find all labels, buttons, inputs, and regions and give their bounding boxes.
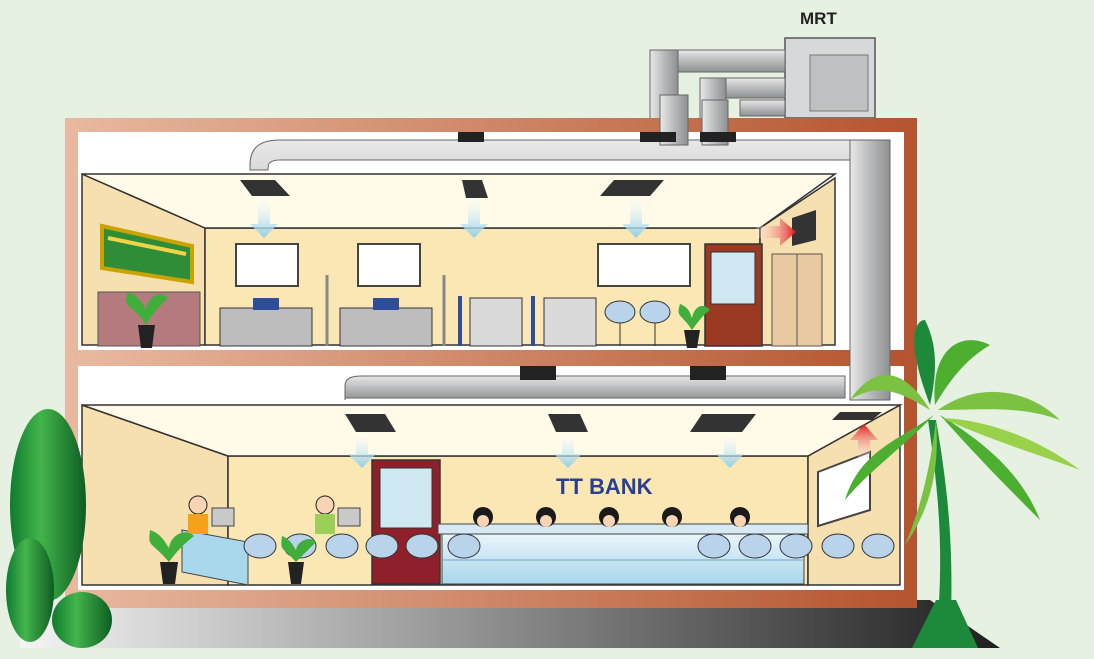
upper-floor-office — [81, 172, 838, 348]
palm-tree — [845, 320, 1080, 648]
left-shrubs — [6, 409, 112, 648]
bank-sign: TT BANK — [556, 474, 653, 499]
floor-slab — [78, 350, 904, 366]
upper-duct — [249, 94, 891, 401]
supply-air-arrows — [250, 198, 744, 468]
lower-floor-bank — [81, 403, 903, 586]
supply-diffusers — [240, 180, 756, 432]
ground — [20, 600, 1000, 648]
mrt-label: MRT — [800, 9, 837, 28]
mrt-unit — [649, 37, 876, 147]
return-air — [756, 210, 882, 460]
lower-duct — [344, 366, 846, 400]
